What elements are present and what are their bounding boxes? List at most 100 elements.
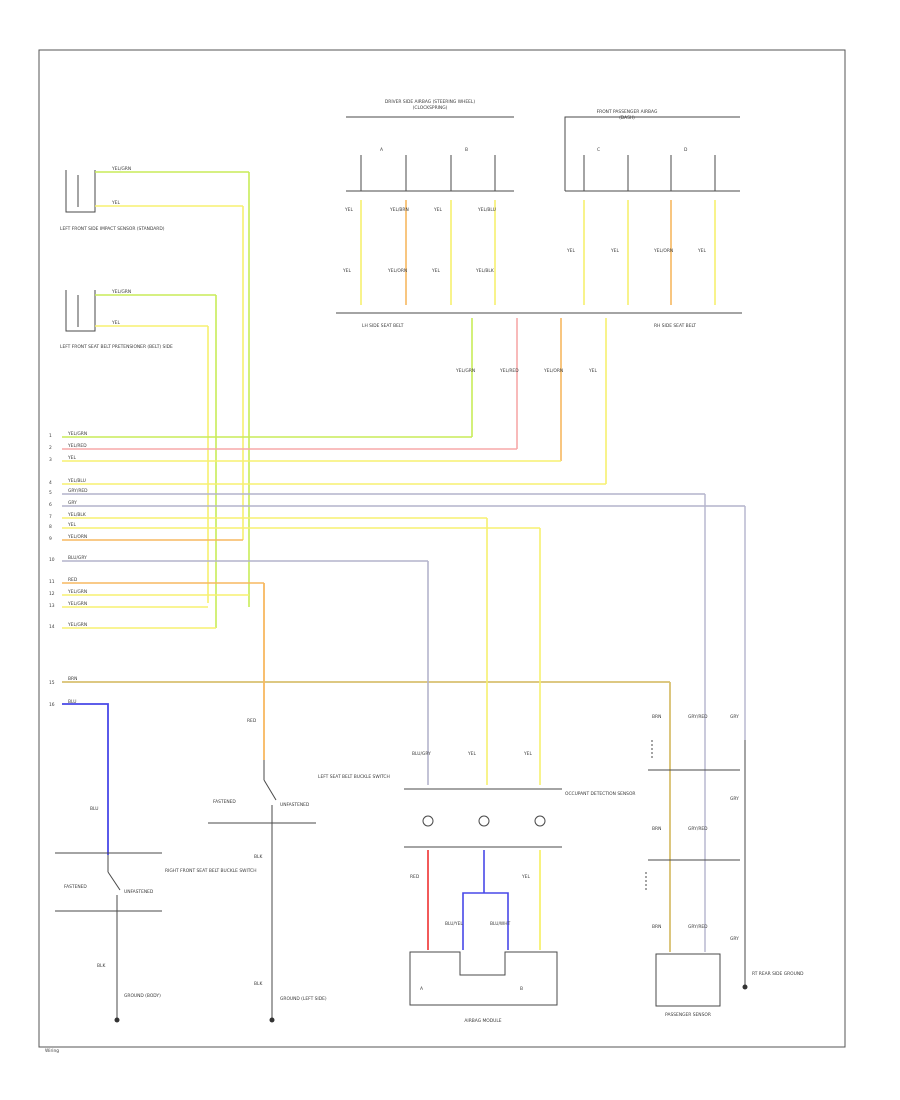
occ-sensor-b-icon	[478, 815, 490, 827]
wire-label-4: YEL/BLU	[477, 207, 496, 213]
mid-ground-icon	[269, 1017, 275, 1023]
h-label-13: YEL/GRN	[67, 601, 87, 607]
module-conn-b: B	[520, 986, 523, 992]
pin-12: 12	[49, 591, 55, 597]
left-switch-desc: RIGHT FRONT SEAT BELT BUCKLE SWITCH	[165, 868, 257, 874]
module-right-label: RH SIDE SEAT BELT	[654, 323, 696, 329]
ps-wire-3: GRY	[730, 714, 739, 720]
left-blk-label: BLK	[97, 963, 105, 969]
passenger-sensor-label: PASSENGER SENSOR	[665, 1012, 711, 1018]
ps-wire-1: BRN	[652, 714, 661, 720]
pin-14: 14	[49, 624, 55, 630]
module-left-label: LH SIDE SEAT BELT	[362, 323, 404, 329]
pin-6: 6	[49, 502, 52, 508]
h-label-16: BLU	[68, 699, 76, 705]
h-label-10: BLU/GRY	[68, 555, 87, 561]
occ-wire-3: YEL	[523, 751, 532, 757]
wire-label-11: YEL/ORN	[653, 248, 673, 254]
pin-9: 9	[49, 536, 52, 542]
lf-wire-2: YEL	[111, 200, 120, 206]
left-front-seat-sensor: YEL/GRN YEL LEFT FRONT SEAT BELT PRETENS…	[60, 289, 216, 350]
blue-wire-label: BLU	[90, 806, 98, 812]
h-label-2: YEL/RED	[67, 443, 87, 449]
mid-blk-label-1: BLK	[254, 854, 262, 860]
wire-label-1: YEL	[344, 207, 353, 213]
h-label-1: YEL/GRN	[67, 431, 87, 437]
left-ground-icon	[114, 1017, 120, 1023]
lfs-wire-2: YEL	[111, 320, 120, 326]
pin-4: 4	[49, 480, 52, 486]
right-top-label-c: C	[597, 147, 600, 153]
right-ground-icon	[742, 984, 748, 990]
left-front-sensor-label: LEFT FRONT SIDE IMPACT SENSOR (STANDARD)	[60, 226, 165, 232]
h-label-6: GRY	[68, 500, 77, 506]
h-label-15: BRN	[68, 676, 77, 682]
ps-wire-8: GRY/RED	[688, 924, 708, 930]
airbag-module-label: AIRBAG MODULE	[464, 1018, 501, 1024]
ps-wire-4: BRN	[652, 826, 661, 832]
ps-wire-5: GRY/RED	[688, 826, 708, 832]
page-code: Wiring	[45, 1048, 59, 1054]
center-top-sub: (CLOCKSPRING)	[413, 105, 448, 111]
airbag-module-box: A B AIRBAG MODULE	[409, 951, 558, 1024]
ps-wire-6: GRY	[730, 796, 739, 802]
mid-red-label: RED	[247, 718, 257, 724]
pin-16: 16	[49, 702, 55, 708]
ps-wire-7: BRN	[652, 924, 661, 930]
right-top-frame	[564, 116, 740, 191]
h-label-3: YEL	[67, 455, 76, 461]
wire-label-7: YEL	[431, 268, 440, 274]
pin-7: 7	[49, 514, 52, 520]
occ-blu-label-2: BLU/WHT	[490, 921, 511, 927]
pin-8: 8	[49, 524, 52, 530]
mid-ground-label: GROUND (LEFT SIDE)	[280, 996, 327, 1002]
pin-10: 10	[49, 557, 55, 563]
pin-3: 3	[49, 457, 52, 463]
left-seat-buckle-switch: BLU FASTENED UNFASTENED RIGHT FRONT SEAT…	[55, 703, 257, 1023]
occ-red-label: RED	[410, 874, 420, 880]
mid-blk-label-2: BLK	[254, 981, 262, 987]
wire-label-12: YEL	[697, 248, 706, 254]
center-top-label-b: B	[465, 147, 468, 153]
mid-unfastened-label: UNFASTENED	[280, 802, 310, 808]
pin-11: 11	[49, 579, 55, 585]
lfs-wire-1: YEL/GRN	[111, 289, 131, 295]
right-top-label-d: D	[684, 147, 688, 153]
occ-sensor-label: OCCUPANT DETECTION SENSOR	[565, 791, 635, 797]
h-label-14: YEL/GRN	[67, 622, 87, 628]
left-unfastened-label: UNFASTENED	[124, 889, 154, 895]
wire-label-6: YEL/ORN	[387, 268, 407, 274]
mid-fastened-label: FASTENED	[213, 799, 236, 805]
h-label-11: RED	[68, 577, 78, 583]
wire-label-3: YEL	[433, 207, 442, 213]
top-wires: YEL YEL/BRN YEL YEL/BLU YEL YEL/ORN YEL …	[342, 200, 716, 305]
wire-label-8: YEL/BLK	[475, 268, 494, 274]
occ-blu-label-1: BLU/YEL	[445, 921, 463, 927]
left-ground-label: GROUND (BODY)	[124, 993, 161, 999]
harness-lines: YEL/GRN YEL/RED YEL YEL/BLU GRY/RED GRY …	[49, 431, 745, 708]
right-top-title: FRONT PASSENGER AIRBAG	[597, 109, 658, 115]
h-label-4: YEL/BLU	[67, 478, 86, 484]
occupant-sensor: BLU/GRY YEL YEL OCCUPANT DETECTION SENSO…	[404, 518, 635, 950]
ps-wire-9: GRY	[730, 936, 739, 942]
wire-label-2: YEL/BRN	[389, 207, 409, 213]
ps-box	[655, 953, 721, 1007]
wire-label-5: YEL	[342, 268, 351, 274]
occ-wire-2: YEL	[467, 751, 476, 757]
occ-sensor-a-icon	[422, 815, 434, 827]
diagram-border	[38, 49, 846, 1048]
pin-2: 2	[49, 445, 52, 451]
h-label-9: YEL/ORN	[67, 534, 87, 540]
pin-15: 15	[49, 680, 55, 686]
right-top-sub: (DASH)	[619, 115, 635, 121]
left-front-seat-label: LEFT FRONT SEAT BELT PRETENSIONER (BELT)…	[60, 344, 173, 350]
driver-airbag-group: DRIVER SIDE AIRBAG (STEERING WHEEL) (CLO…	[346, 99, 514, 192]
module-output-wires: YEL/GRN YEL/RED YEL/ORN YEL	[455, 318, 607, 484]
h-label-12: YEL/GRN	[67, 589, 87, 595]
right-ground-label: RT REAR SIDE GROUND	[752, 971, 804, 977]
h-label-7: YEL/BLK	[67, 512, 86, 518]
ps-wire-2: GRY/RED	[688, 714, 708, 720]
center-top-label-a: A	[380, 147, 383, 153]
left-sensor-drops	[207, 172, 250, 628]
